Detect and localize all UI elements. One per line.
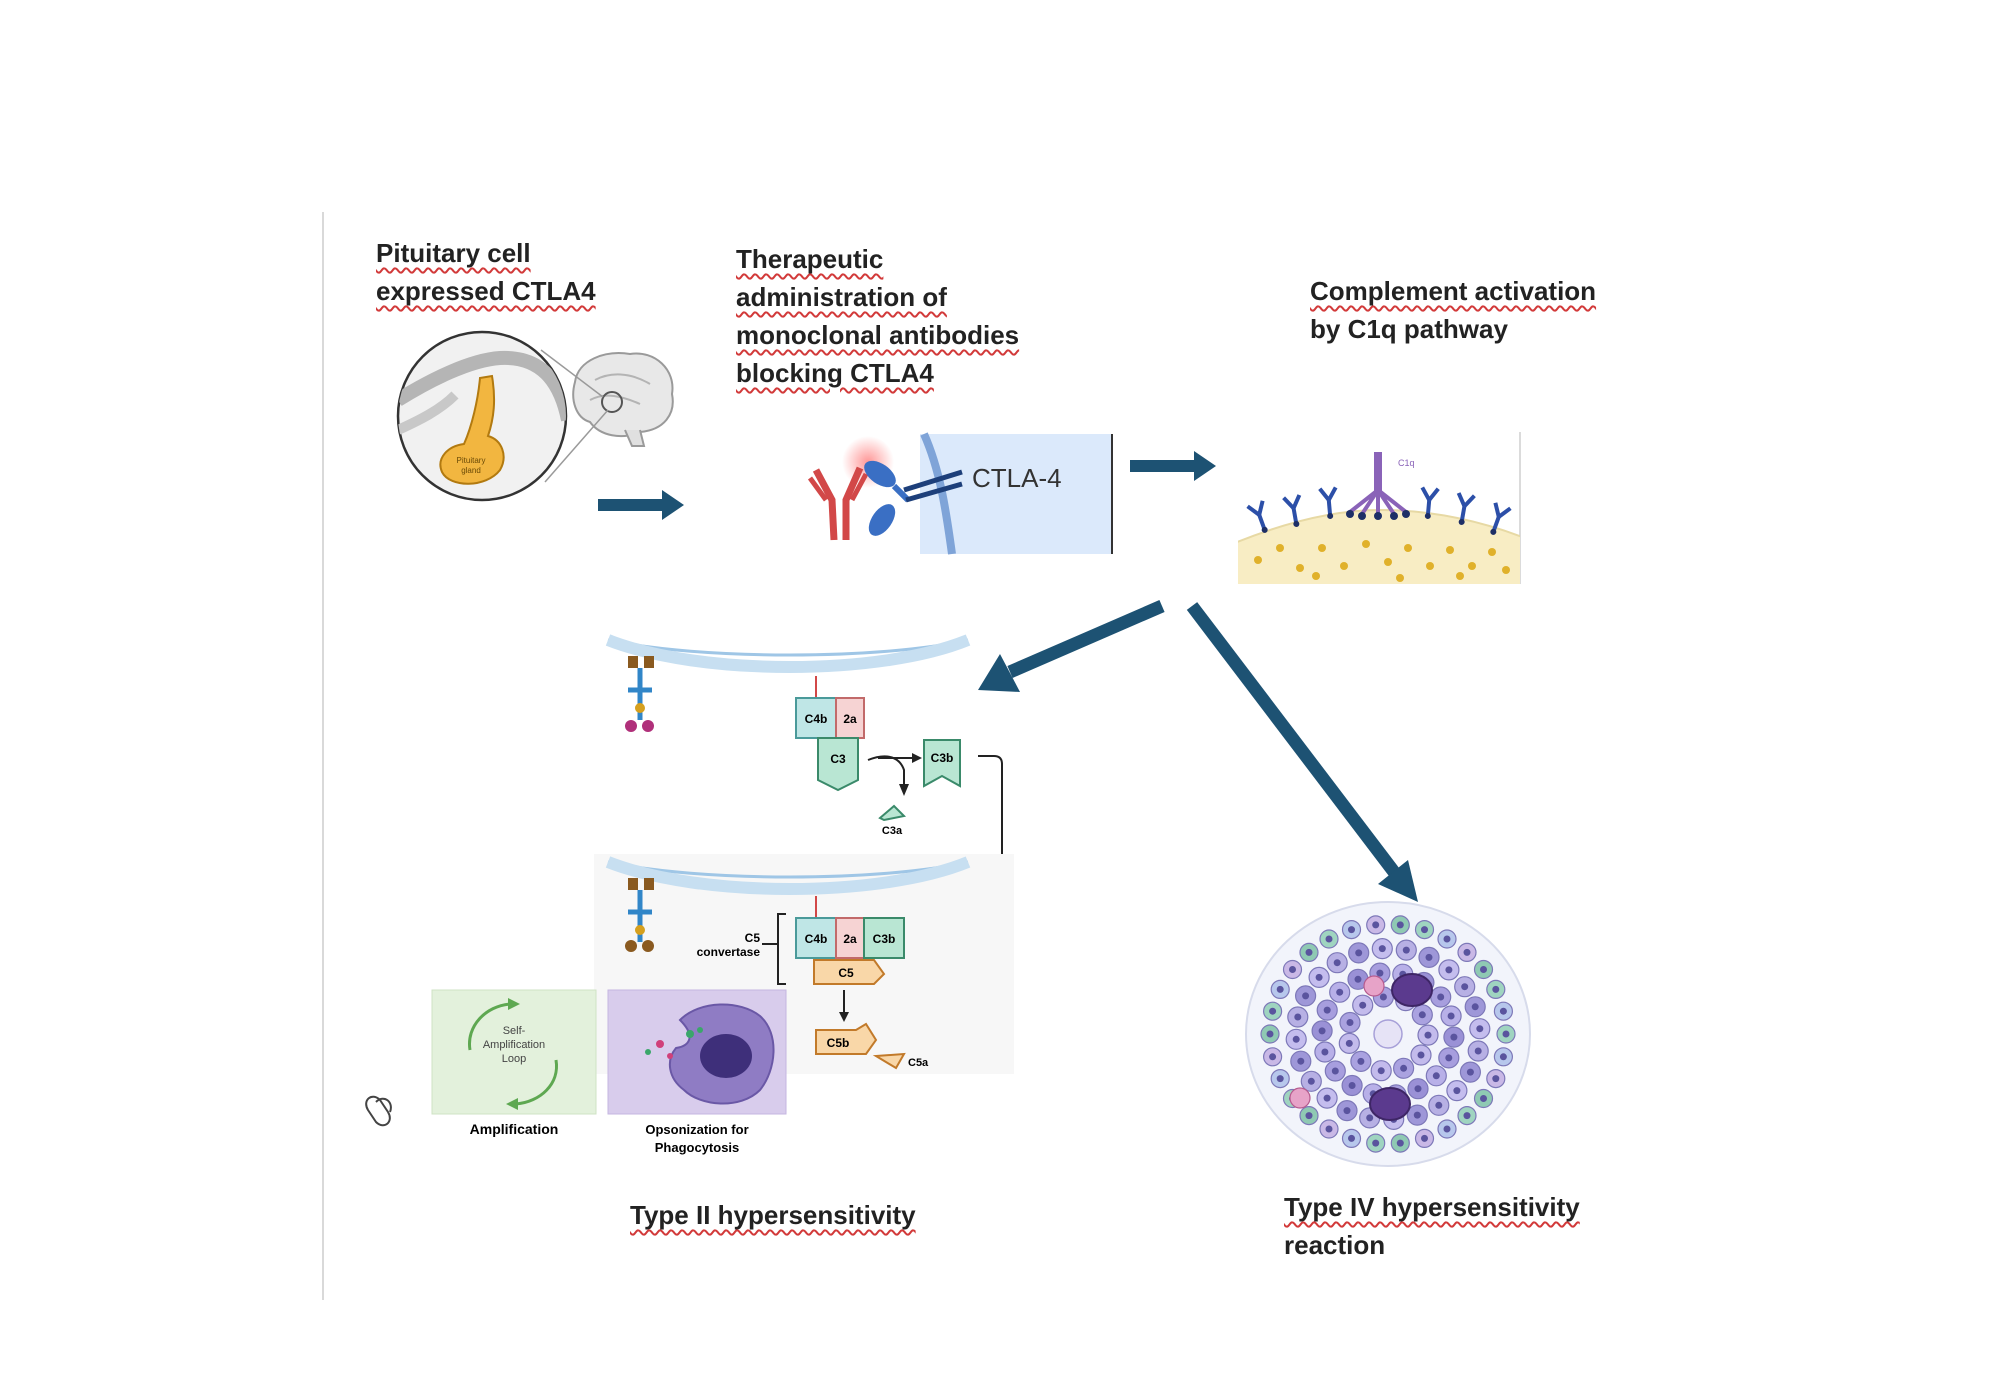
c3b-label-2: C3b (873, 932, 896, 946)
self-amp-label-3: Loop (502, 1053, 526, 1065)
self-amp-label-2: Amplification (483, 1039, 545, 1051)
cell-dot (1254, 556, 1262, 564)
pituitary-gland-label-2: gland (461, 466, 481, 475)
pituitary-gland-icon (439, 374, 505, 485)
opsonization-label-2: Phagocytosis (655, 1140, 740, 1155)
page-margin-line (322, 212, 324, 1300)
cell-dot (1362, 540, 1370, 548)
c2a-label-1: 2a (843, 712, 857, 726)
label-complement: Complement activation by C1q pathway (1310, 272, 1596, 348)
c4b-label-1: C4b (805, 712, 828, 726)
label-type2: Type II hypersensitivity (630, 1196, 916, 1234)
c5-shape (813, 959, 886, 985)
label-pituitary-line2-text: expressed CTLA4 (376, 276, 596, 306)
c5a-fragment (872, 1052, 906, 1070)
c5-convertase-complex (795, 917, 905, 959)
c5-convertase-label-2: convertase (697, 945, 761, 959)
label-type4: Type IV hypersensitivity reaction (1284, 1188, 1580, 1264)
cell-dot (1384, 558, 1392, 566)
label-pituitary-line2: expressed CTLA4 (376, 272, 596, 310)
c2a-label-2: 2a (843, 932, 857, 946)
c4b-label-2: C4b (805, 932, 828, 946)
c5-convertase-label-1: C5 (745, 931, 761, 945)
cell-dot (1276, 544, 1284, 552)
surface-antibody-icon (1246, 500, 1268, 533)
antigen-antibody-icon-2 (625, 878, 654, 952)
c1q-complex-icon (1346, 452, 1410, 520)
label-therapeutic-line3: monoclonal antibodies (736, 320, 1020, 350)
label-therapeutic: Therapeutic administration of monoclonal… (736, 240, 1019, 392)
label-complement-line1: Complement activation (1310, 276, 1597, 306)
label-type4-line2: reaction (1284, 1230, 1386, 1260)
brain-icon (572, 352, 674, 447)
opsonization-label-1: Opsonization for (645, 1122, 748, 1137)
c5a-label: C5a (908, 1057, 929, 1069)
surface-antibody-icon (1282, 494, 1302, 527)
c3a-label: C3a (882, 825, 903, 837)
pituitary-illustration: Pituitary gland (396, 330, 674, 502)
granuloma-cell-pink (1363, 975, 1385, 997)
cell-dot (1446, 546, 1454, 554)
label-pituitary: Pituitary cell expressed CTLA4 (376, 234, 596, 310)
antigen-antibody-icon (625, 656, 654, 732)
target-cell-membrane (1238, 508, 1520, 584)
giant-cell-icon (1369, 973, 1433, 1121)
label-type2-line1: Type II hypersensitivity (630, 1200, 916, 1230)
granuloma-cells (1260, 915, 1516, 1153)
macrophage-nucleus (700, 1034, 752, 1078)
c3-label: C3 (830, 752, 846, 766)
copilot-loop-icon (365, 1095, 392, 1127)
ctla4-label: CTLA-4 (972, 463, 1062, 493)
c5b-label: C5b (827, 1036, 850, 1050)
phagocytosis-panel (607, 989, 787, 1115)
ctla4-receptor-icon (903, 469, 963, 503)
label-therapeutic-line2: administration of (736, 282, 947, 312)
c5b-shape (815, 1022, 878, 1055)
surface-antibody-icon (1490, 502, 1512, 535)
cell-dot (1502, 566, 1510, 574)
cell-dot (1396, 574, 1404, 582)
amplification-label: Amplification (470, 1121, 559, 1137)
pituitary-gland-label-1: Pituitary (457, 456, 486, 465)
surface-antibodies (1246, 486, 1512, 535)
arrow-to-type4 (1186, 602, 1418, 902)
surface-antibody-icon (1318, 486, 1338, 519)
cell-dot (1404, 544, 1412, 552)
c5-label: C5 (838, 966, 854, 980)
label-type4-line1: Type IV hypersensitivity (1284, 1192, 1580, 1222)
c3-shape (817, 737, 859, 792)
complement-cell-illustration: C1q (1238, 432, 1521, 584)
arrow-to-type2 (978, 600, 1165, 692)
label-therapeutic-line4: blocking CTLA4 (736, 358, 934, 388)
surface-antibody-icon (1456, 492, 1476, 525)
c3a-fragment (878, 804, 907, 822)
granuloma-cell-pink (1289, 1087, 1311, 1109)
self-amp-label-1: Self- (503, 1025, 526, 1037)
ctla4-antibody-illustration: CTLA-4 (807, 432, 1113, 555)
cell-dot (1318, 544, 1326, 552)
label-complement-line2: by C1q pathway (1310, 314, 1508, 344)
type2-upper-panel: C4b 2a C3 C3b C3a (605, 634, 1003, 941)
label-pituitary-line1: Pituitary cell (376, 238, 531, 268)
cell-dot (1488, 548, 1496, 556)
cell-dot (1426, 562, 1434, 570)
cell-dot (1468, 562, 1476, 570)
cell-surface-dots (1254, 540, 1510, 582)
surface-antibody-icon (1420, 486, 1440, 519)
label-therapeutic-line1: Therapeutic (736, 244, 884, 274)
antibody-blue-icon (864, 460, 911, 536)
cell-dot (1340, 562, 1348, 570)
antibody-red-icon (807, 466, 869, 541)
arrow-pituitary-to-antibody (598, 490, 684, 520)
cell-dot (1312, 572, 1320, 580)
cell-dot (1456, 572, 1464, 580)
amplification-panel: Self- Amplification Loop (431, 989, 597, 1115)
cell-dot (1296, 564, 1304, 572)
c3b-label-1: C3b (931, 751, 954, 765)
c1q-label: C1q (1398, 458, 1415, 468)
arrow-antibody-to-complement (1130, 451, 1216, 481)
granuloma-illustration (1245, 901, 1531, 1167)
c3b-shape (923, 739, 961, 788)
